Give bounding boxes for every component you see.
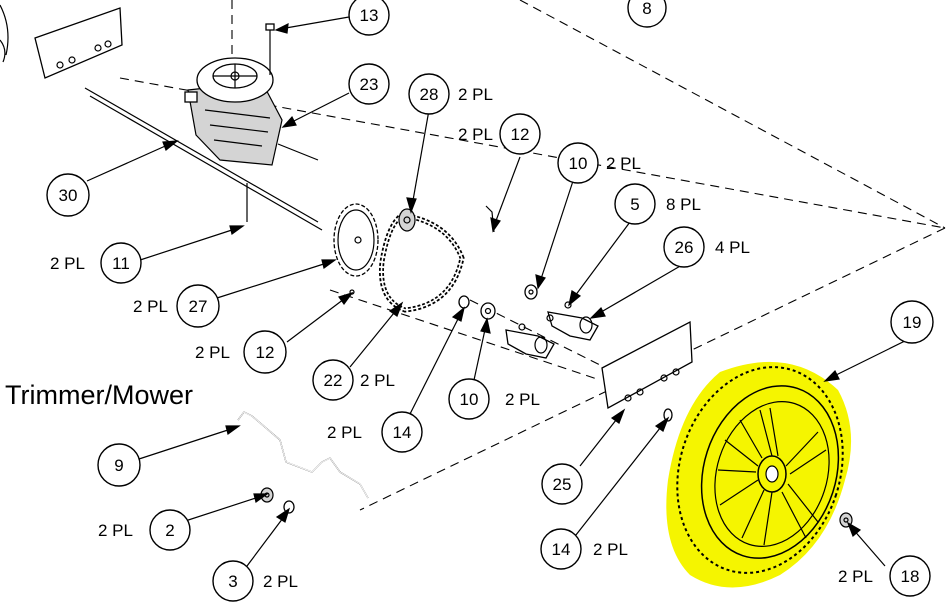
callout-qty: 2 PL xyxy=(458,85,493,104)
callout-number: 9 xyxy=(114,456,123,475)
callout-10-lower: 10 2 PL xyxy=(448,378,540,420)
callout-9: 9 xyxy=(97,443,141,487)
callout-18: 18 2 PL xyxy=(838,555,931,597)
callout-5: 5 8 PL xyxy=(614,183,701,225)
callout-qty: 2 PL xyxy=(505,390,540,409)
callout-qty: 2 PL xyxy=(360,371,395,390)
chain xyxy=(378,212,465,313)
sprocket xyxy=(333,203,379,277)
callout-number: 11 xyxy=(112,254,130,273)
callout-number: 26 xyxy=(675,238,694,257)
callout-3: 3 2 PL xyxy=(212,560,298,602)
callout-28: 28 2 PL xyxy=(408,73,493,115)
callout-qty: 2 PL xyxy=(593,540,628,559)
diagram-label: Trimmer/Mower xyxy=(5,380,193,410)
bracket-top-left xyxy=(34,7,123,79)
bracket-right xyxy=(601,320,693,410)
callout-30: 30 xyxy=(46,173,90,217)
callout-11: 11 2 PL xyxy=(50,242,142,284)
callout-qty: 4 PL xyxy=(715,238,750,257)
callout-12-lower: 12 2 PL xyxy=(195,330,287,374)
callout-number: 14 xyxy=(393,423,412,442)
callout-qty: 2 PL xyxy=(50,254,85,273)
callout-number: 5 xyxy=(630,195,639,214)
wheel-edge-left xyxy=(0,4,9,63)
callout-number: 3 xyxy=(228,572,237,591)
washers xyxy=(458,284,538,320)
callout-number: 30 xyxy=(59,186,78,205)
callout-qty: 2 PL xyxy=(606,154,641,173)
drive-gear xyxy=(398,208,416,232)
callout-number: 13 xyxy=(360,6,379,25)
axle xyxy=(84,87,323,231)
callout-qty: 8 PL xyxy=(666,195,701,214)
callout-number: 25 xyxy=(553,475,572,494)
screw xyxy=(265,23,275,75)
callout-10-upper: 10 2 PL xyxy=(557,142,641,184)
callout-qty: 2 PL xyxy=(195,343,230,362)
callout-2: 2 2 PL xyxy=(98,509,191,551)
callout-qty: 2 PL xyxy=(133,297,168,316)
callout-14-center: 14 2 PL xyxy=(327,411,423,453)
callout-qty: 2 PL xyxy=(458,125,493,144)
callout-number: 28 xyxy=(420,85,439,104)
callout-25: 25 xyxy=(541,463,583,505)
callout-number: 14 xyxy=(552,540,571,559)
wheel xyxy=(666,361,852,588)
callout-number: 27 xyxy=(189,297,208,316)
callout-number: 18 xyxy=(901,567,920,586)
callout-qty: 2 PL xyxy=(327,423,362,442)
callout-8: 8 xyxy=(627,0,667,28)
callout-23: 23 xyxy=(348,63,390,105)
callout-number: 8 xyxy=(642,0,651,18)
callout-number: 19 xyxy=(903,313,922,332)
callout-number: 12 xyxy=(511,125,530,144)
transmission xyxy=(184,57,283,166)
callout-22: 22 2 PL xyxy=(312,359,395,401)
callout-19: 19 xyxy=(890,300,934,344)
callout-qty: 2 PL xyxy=(838,567,873,586)
callout-number: 12 xyxy=(256,343,275,362)
callout-number: 23 xyxy=(360,75,379,94)
callout-qty: 2 PL xyxy=(263,572,298,591)
handle-rod xyxy=(237,411,369,499)
callout-13: 13 xyxy=(348,0,390,36)
callout-qty: 2 PL xyxy=(98,521,133,540)
callout-14-right: 14 2 PL xyxy=(540,528,628,570)
washer-right xyxy=(663,408,673,422)
callout-26: 26 4 PL xyxy=(663,226,750,268)
callout-number: 10 xyxy=(569,154,588,173)
bearing-flange-upper xyxy=(546,301,599,341)
callout-27: 27 2 PL xyxy=(133,284,220,328)
callout-number: 2 xyxy=(165,521,174,540)
callout-number: 22 xyxy=(324,371,343,390)
callout-12-upper: 12 2 PL xyxy=(458,113,541,155)
bearing-flange-lower xyxy=(505,323,555,359)
leader-lines xyxy=(86,16,914,571)
callout-number: 10 xyxy=(460,390,479,409)
